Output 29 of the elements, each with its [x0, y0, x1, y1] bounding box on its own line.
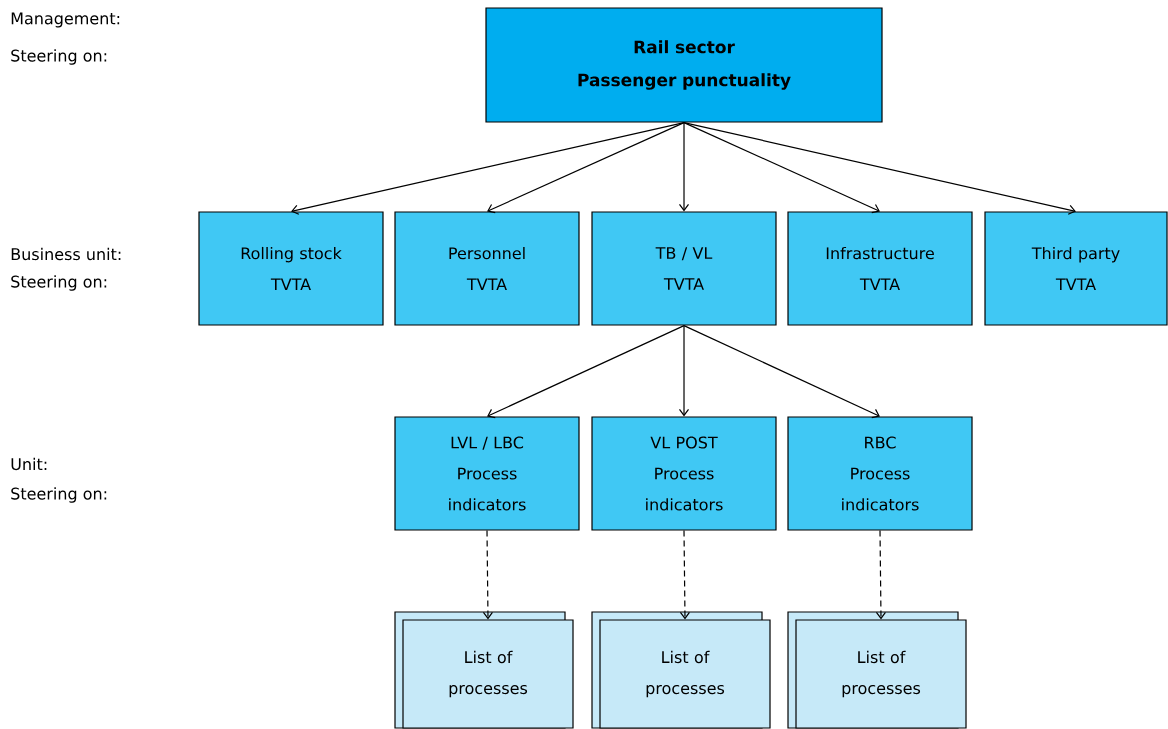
- document-stack: List of processes: [591, 611, 771, 729]
- process-box: Third party TVTA: [984, 211, 1168, 326]
- process-box: Rolling stock TVTA: [198, 211, 384, 326]
- level-label: Management:: [11, 12, 120, 28]
- arrow: [482, 530, 494, 620]
- level-label: Steering on:: [11, 49, 107, 65]
- document-stack: List of processes: [787, 611, 967, 729]
- arrow: [683, 325, 880, 419]
- level-label: Business unit:: [11, 247, 121, 261]
- arrow: [683, 122, 1076, 215]
- level-label: Unit:: [11, 457, 47, 471]
- process-box: VL POST Process indicators: [591, 416, 777, 531]
- arrow: [683, 122, 880, 214]
- process-box: TB / VL TVTA: [591, 211, 777, 326]
- process-box: RBC Process indicators: [787, 416, 973, 531]
- arrow: [678, 325, 690, 417]
- process-box: Personnel TVTA: [394, 211, 580, 326]
- level-label: Steering on:: [11, 275, 107, 291]
- arrow: [487, 122, 685, 214]
- arrow: [875, 530, 887, 620]
- process-box: LVL / LBC Process indicators: [394, 416, 580, 531]
- level-label: Steering on:: [11, 487, 107, 503]
- arrow: [487, 325, 685, 419]
- arrow: [679, 530, 691, 620]
- document-stack: List of processes: [394, 611, 574, 729]
- arrow: [291, 122, 685, 215]
- arrow: [678, 122, 690, 212]
- process-box: Infrastructure TVTA: [787, 211, 973, 326]
- heading-box: Rail sector Passenger punctuality: [485, 7, 883, 123]
